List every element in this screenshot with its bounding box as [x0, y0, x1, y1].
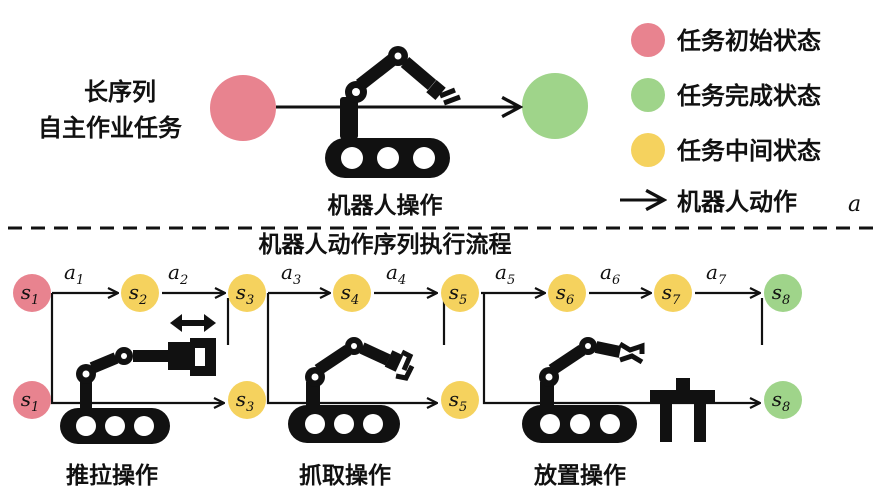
- label-s8-top: s8: [772, 280, 791, 308]
- state-s2: [121, 274, 159, 312]
- label-s8-bottom: s8: [772, 387, 791, 415]
- label-a6: a6: [600, 260, 620, 288]
- label-s1-bottom: s1: [21, 387, 40, 415]
- place-robot-icon: [522, 337, 645, 443]
- top-row-state-labels: s1 s2 s3 s4 s5 s6 s7 s8: [21, 280, 791, 308]
- label-s6: s6: [556, 280, 575, 308]
- label-s4: s4: [341, 280, 360, 308]
- action-labels: a1 a2 a3 a4 a5 a6 a7: [64, 260, 727, 288]
- push-pull-robot-icon: [60, 338, 216, 444]
- state-s7: [654, 274, 692, 312]
- label-a7: a7: [706, 260, 727, 288]
- legend-swatch-initial: [631, 23, 665, 57]
- state-s6: [548, 274, 586, 312]
- state-s5-bottom: [441, 381, 479, 419]
- label-s5-top: s5: [449, 280, 468, 308]
- legend-label-action: 机器人动作: [677, 188, 797, 216]
- table-icon: [650, 378, 715, 442]
- label-s7: s7: [662, 280, 681, 308]
- bottom-row-states: [13, 381, 802, 419]
- legend-label-complete: 任务完成状态: [676, 82, 821, 110]
- op-label-grasp: 抓取操作: [299, 463, 391, 489]
- legend-swatch-intermediate: [631, 133, 665, 167]
- state-s5-top: [441, 274, 479, 312]
- initial-state-circle: [210, 75, 276, 141]
- label-a1: a1: [64, 260, 84, 288]
- label-a5: a5: [495, 260, 515, 288]
- op-label-place: 放置操作: [533, 462, 626, 489]
- state-s1-top: [13, 274, 51, 312]
- state-s8-bottom: [764, 381, 802, 419]
- legend-swatch-complete: [631, 78, 665, 112]
- bottom-row-arrows: [50, 293, 764, 403]
- label-a2: a2: [168, 260, 188, 288]
- complete-state-circle: [522, 73, 588, 139]
- arrow-grasp: [266, 293, 437, 403]
- robot-op-label: 机器人操作: [328, 193, 443, 219]
- arrow-push-pull: [50, 293, 224, 403]
- op-label-push-pull: 推拉操作: [66, 462, 158, 489]
- state-s3-top: [228, 274, 266, 312]
- legend-label-initial: 任务初始状态: [676, 27, 821, 55]
- label-s3-bottom: s3: [236, 387, 255, 415]
- bottom-row-state-labels: s1 s3 s5 s8: [21, 387, 791, 415]
- label-a3: a3: [281, 260, 301, 288]
- flow-title: 机器人动作序列执行流程: [259, 231, 512, 258]
- robot-icon: [325, 46, 461, 178]
- state-s4: [333, 274, 371, 312]
- top-row-states: [13, 274, 802, 312]
- task-label-line1: 长序列: [84, 78, 156, 106]
- legend-label-intermediate: 任务中间状态: [676, 137, 821, 165]
- push-pull-double-arrow-icon: [170, 314, 216, 332]
- label-s5-bottom: s5: [449, 387, 468, 415]
- grasp-robot-icon: [288, 337, 415, 443]
- label-s1-top: s1: [21, 280, 40, 308]
- label-s2: s2: [129, 280, 148, 308]
- label-a4: a4: [386, 260, 406, 288]
- label-s3-top: s3: [236, 280, 255, 308]
- state-s3-bottom: [228, 381, 266, 419]
- task-label-line2: 自主作业任务: [38, 114, 183, 142]
- state-s8-top: [764, 274, 802, 312]
- state-s1-bottom: [13, 381, 51, 419]
- legend-action-symbol: a: [848, 192, 861, 217]
